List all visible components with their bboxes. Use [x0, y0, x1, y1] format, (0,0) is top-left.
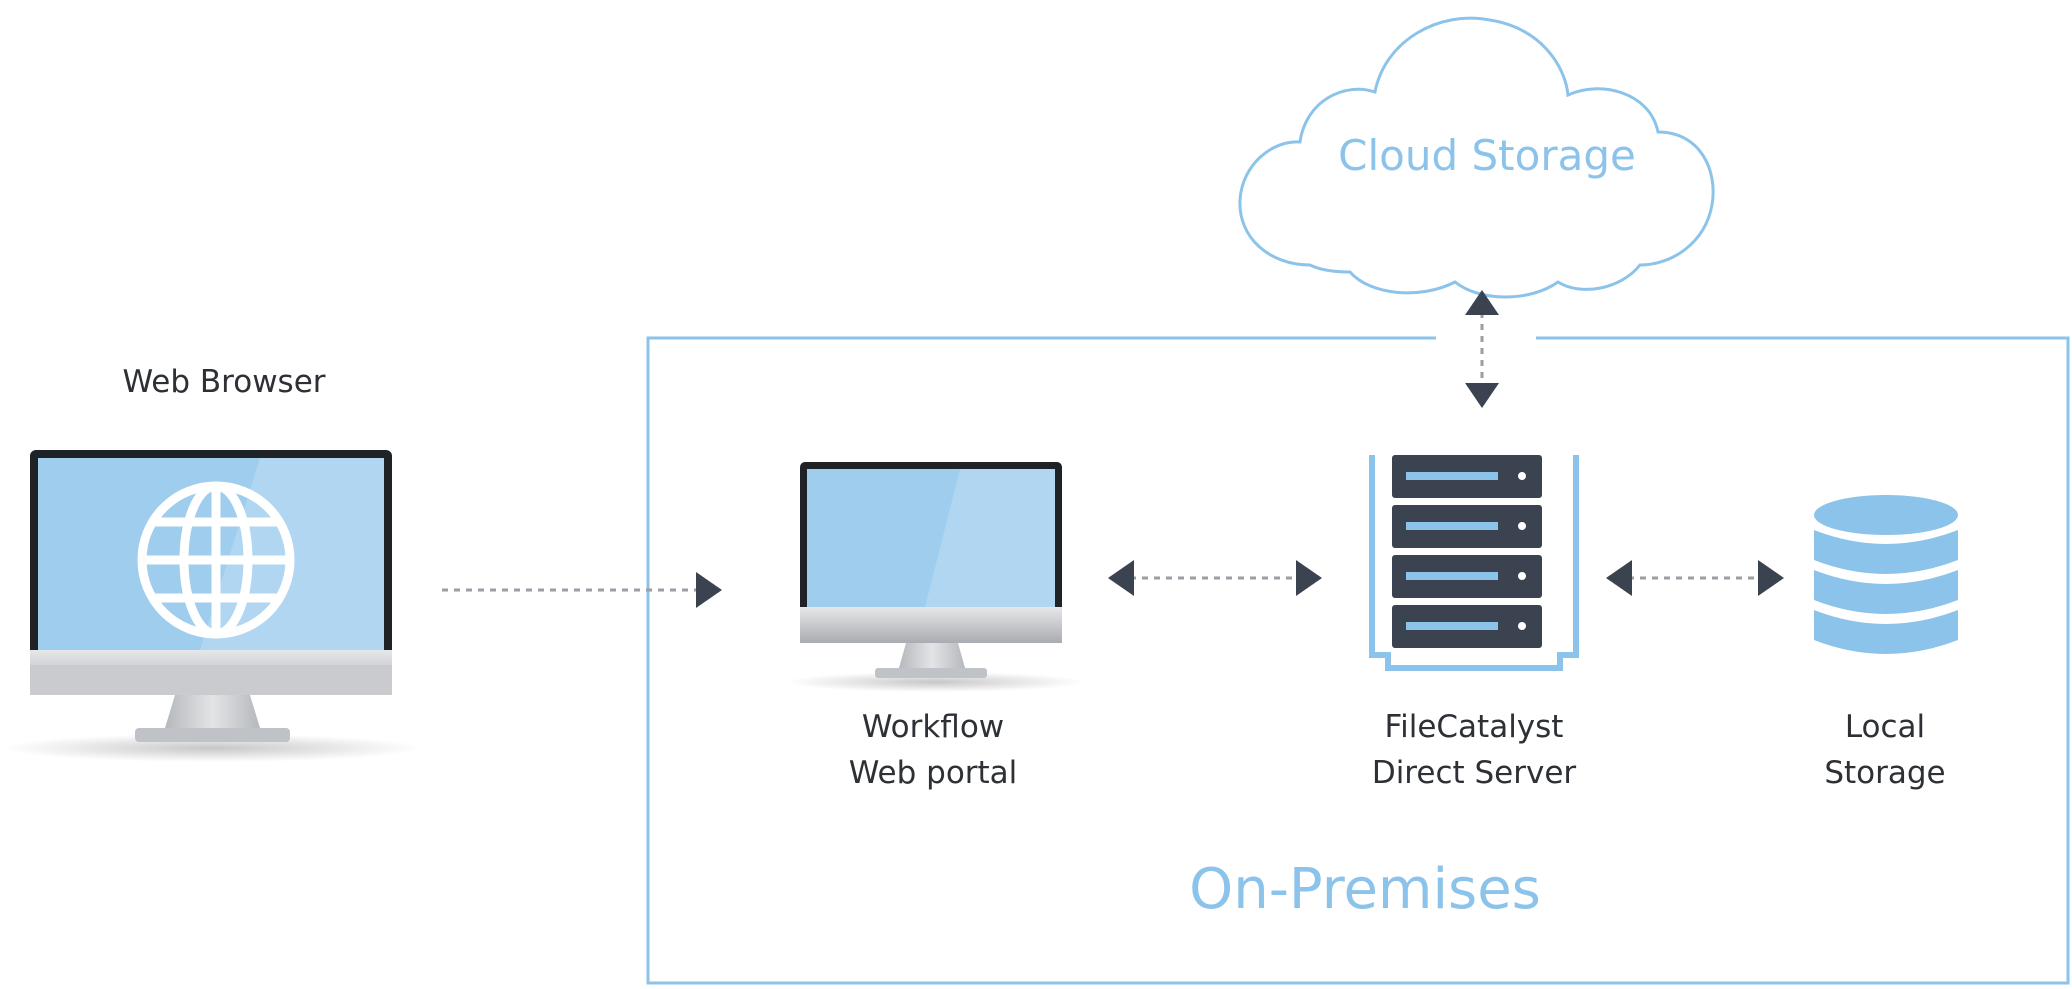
- cloud-server-arrow: [1465, 290, 1499, 408]
- server-storage-arrow: [1606, 560, 1784, 596]
- server-label-line2: Direct Server: [1372, 755, 1577, 791]
- cloud-icon: [1238, 16, 1715, 299]
- workflow-label-line1: Workflow: [862, 709, 1004, 745]
- on-premises-label: On-Premises: [1189, 857, 1541, 922]
- on-premises-boundary: [646, 336, 2070, 985]
- workflow-monitor-icon: [785, 462, 1085, 692]
- globe-icon: [137, 481, 295, 639]
- workflow-label-line2: Web portal: [849, 755, 1018, 791]
- cloud-storage-label: Cloud Storage: [1338, 131, 1636, 180]
- local-storage-label-line2: Storage: [1824, 755, 1945, 791]
- web-browser-label: Web Browser: [122, 364, 325, 400]
- workflow-server-arrow: [1108, 560, 1322, 596]
- boundary-gap: [1436, 330, 1536, 346]
- database-icon: [1814, 495, 1958, 654]
- local-storage-label-line1: Local: [1845, 709, 1925, 745]
- browser-workflow-arrow: [442, 572, 722, 608]
- server-rack-icon: [1369, 455, 1579, 671]
- server-label-line1: FileCatalyst: [1385, 709, 1564, 745]
